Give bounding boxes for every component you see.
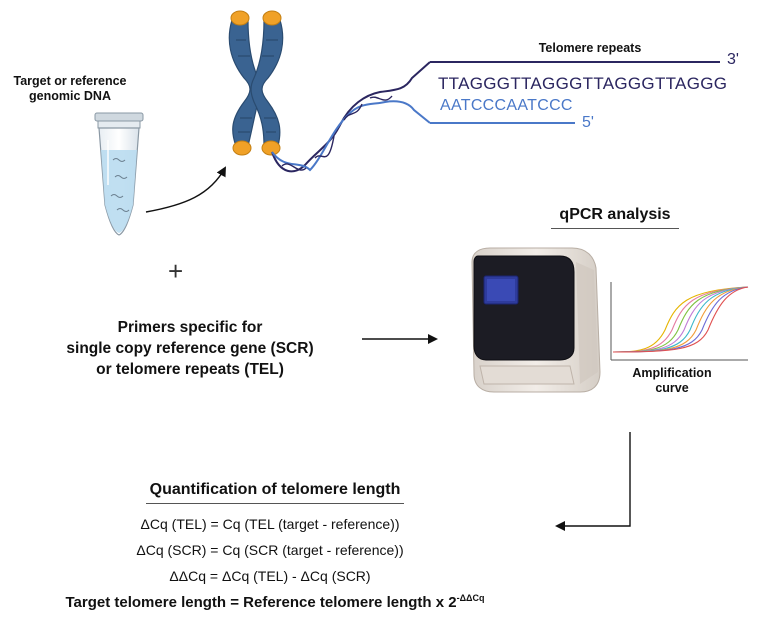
qpcr-machine-icon	[471, 247, 601, 393]
strand-bottom-sequence: AATCCCAATCCC	[440, 97, 573, 114]
sample-label-line2: genomic DNA	[29, 89, 111, 103]
tube-icon	[94, 112, 144, 236]
quantification-title: Quantification of telomere length	[90, 481, 460, 504]
primers-line3: or telomere repeats (TEL)	[96, 361, 284, 378]
plus-sign: +	[168, 256, 184, 286]
amplification-plot	[610, 282, 749, 361]
equation-delta-scr: ΔCq (SCR) = Cq (SCR (target - reference)…	[136, 542, 404, 558]
qpcr-title-text: qPCR analysis	[551, 206, 679, 229]
equations: ΔCq (TEL) = Cq (TEL (target - reference)…	[60, 511, 480, 589]
quantification-title-text: Quantification of telomere length	[145, 481, 405, 504]
sample-label-line1: Target or reference	[13, 74, 127, 88]
primers-description: Primers specific for single copy referen…	[20, 317, 360, 380]
primers-line2: single copy reference gene (SCR)	[66, 340, 314, 357]
dna-helix	[271, 61, 431, 173]
qpcr-to-quantification-arrow	[555, 432, 631, 531]
strand-top-sequence: TTAGGGTTAGGGTTAGGGTTAGGG	[438, 74, 728, 93]
equation-delta-delta: ΔΔCq = ΔCq (TEL) - ΔCq (SCR)	[169, 568, 371, 584]
final-formula: Target telomere length = Reference telom…	[10, 593, 540, 611]
curve-label-line1: Amplification	[632, 366, 712, 380]
strand-top-end: 3'	[727, 51, 739, 68]
primers-line1: Primers specific for	[117, 319, 263, 336]
sample-label: Target or reference genomic DNA	[0, 74, 140, 104]
qpcr-title: qPCR analysis	[530, 206, 700, 229]
chromosome-icon	[228, 10, 284, 156]
telomere-repeats-label: Telomere repeats	[538, 41, 642, 55]
amplification-curve-label: Amplification curve	[612, 366, 732, 396]
final-formula-exponent: -ΔΔCq	[456, 593, 485, 603]
equation-delta-tel: ΔCq (TEL) = Cq (TEL (target - reference)…	[140, 516, 400, 532]
final-formula-text: Target telomere length = Reference telom…	[65, 594, 457, 611]
curve-label-line2: curve	[655, 381, 689, 395]
tube-to-chromosome-arrow	[145, 166, 226, 213]
strand-bottom-end: 5'	[582, 114, 594, 131]
